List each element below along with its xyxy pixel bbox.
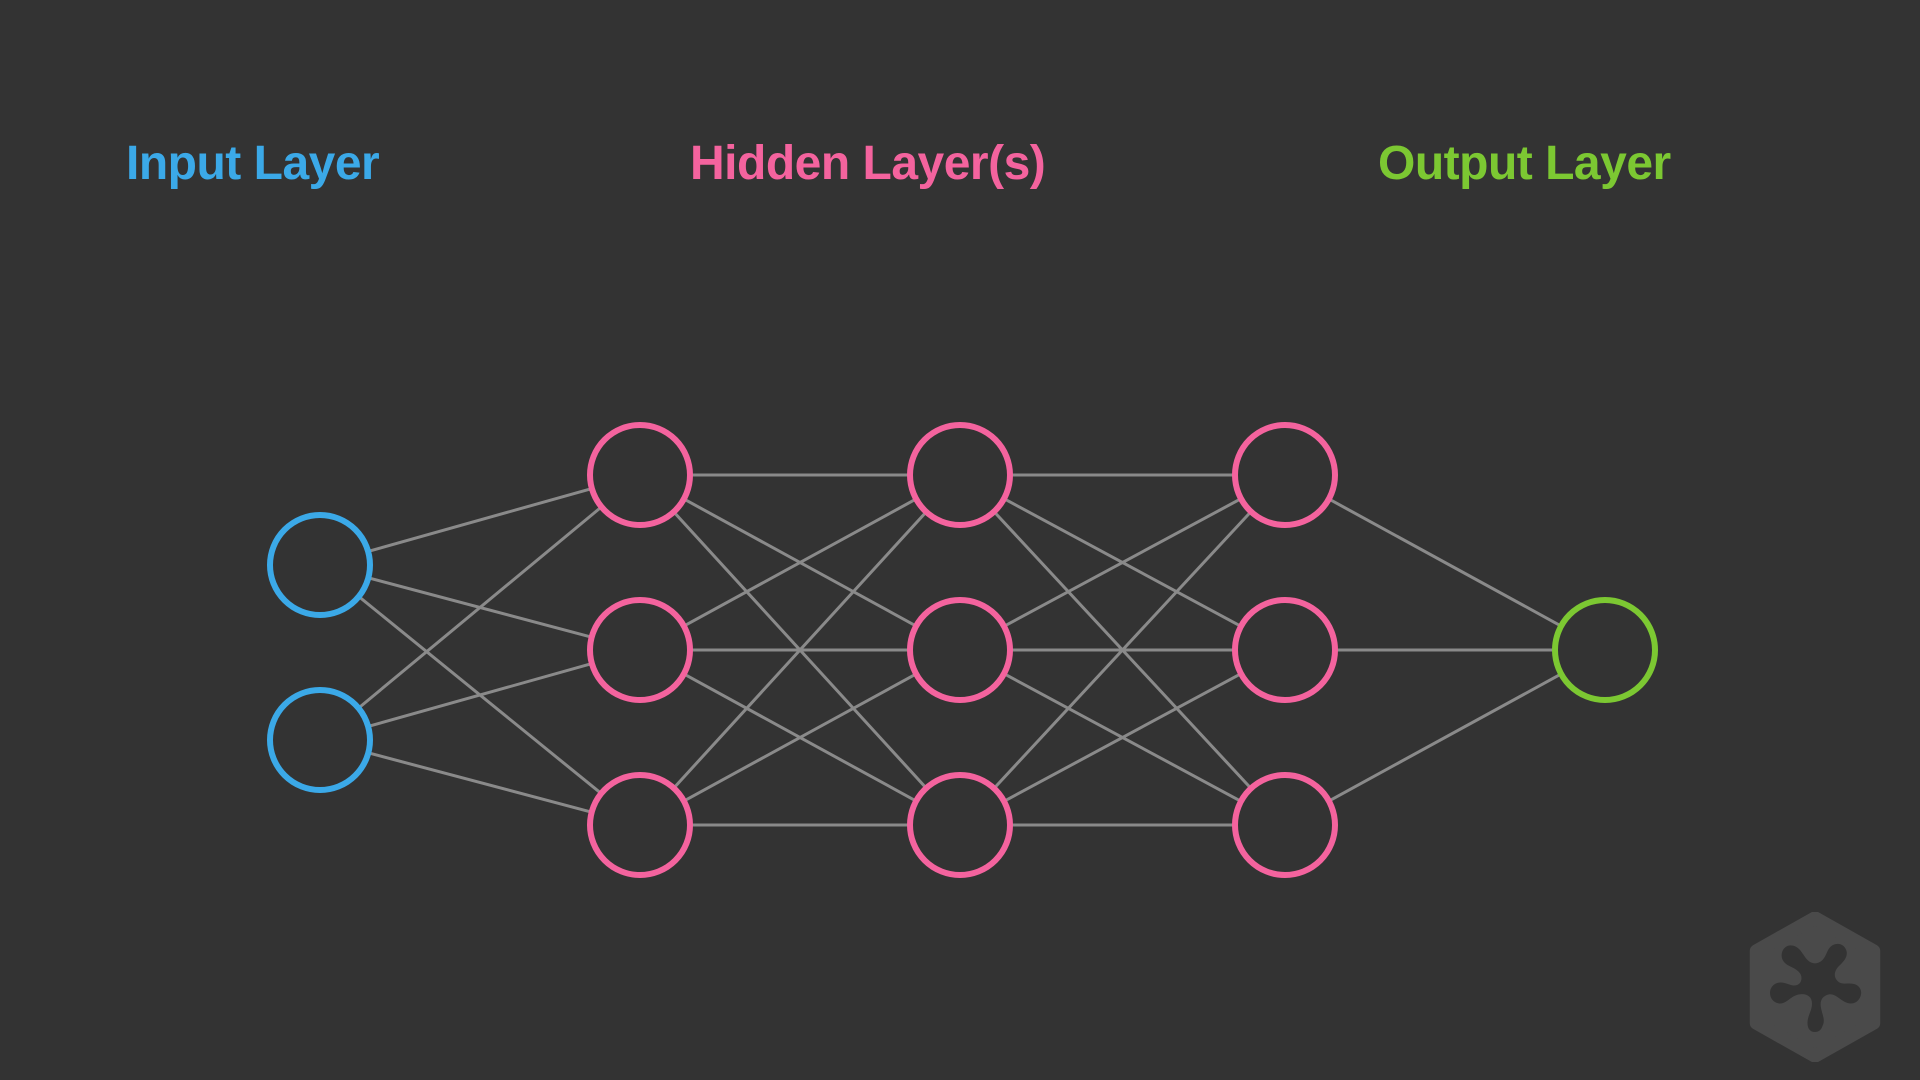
connection-edge — [672, 510, 928, 790]
hidden-layer-label: Hidden Layer(s) — [690, 137, 1046, 190]
neuron-node-h3_2 — [1232, 597, 1338, 703]
treehouse-logo-watermark — [1749, 912, 1881, 1062]
connection-edge — [992, 510, 1253, 790]
connection-edge — [357, 505, 603, 710]
connection-edge — [683, 497, 917, 628]
neuron-node-h3_1 — [1232, 422, 1338, 528]
connection-edge — [367, 662, 593, 728]
neuron-node-h2_1 — [907, 422, 1013, 528]
tree-splat-glyph — [1770, 943, 1862, 1032]
neuron-node-o1 — [1552, 597, 1658, 703]
connection-edge — [367, 751, 593, 814]
edge-group — [357, 473, 1562, 827]
connection-edge — [367, 487, 593, 553]
neuron-node-h1_3 — [587, 772, 693, 878]
connection-edge — [1003, 672, 1242, 803]
connection-edge — [1328, 497, 1562, 628]
node-group — [267, 422, 1658, 878]
neuron-node-i2 — [267, 687, 373, 793]
neuron-node-h3_3 — [1232, 772, 1338, 878]
input-layer-label: Input Layer — [126, 137, 380, 190]
neuron-node-h1_1 — [587, 422, 693, 528]
output-layer-label: Output Layer — [1378, 137, 1671, 190]
connection-edge — [683, 672, 917, 803]
connection-edge — [1003, 497, 1242, 628]
neuron-node-h1_2 — [587, 597, 693, 703]
neuron-node-h2_3 — [907, 772, 1013, 878]
connection-edge — [1328, 672, 1562, 803]
neuron-node-i1 — [267, 512, 373, 618]
neuron-node-h2_2 — [907, 597, 1013, 703]
